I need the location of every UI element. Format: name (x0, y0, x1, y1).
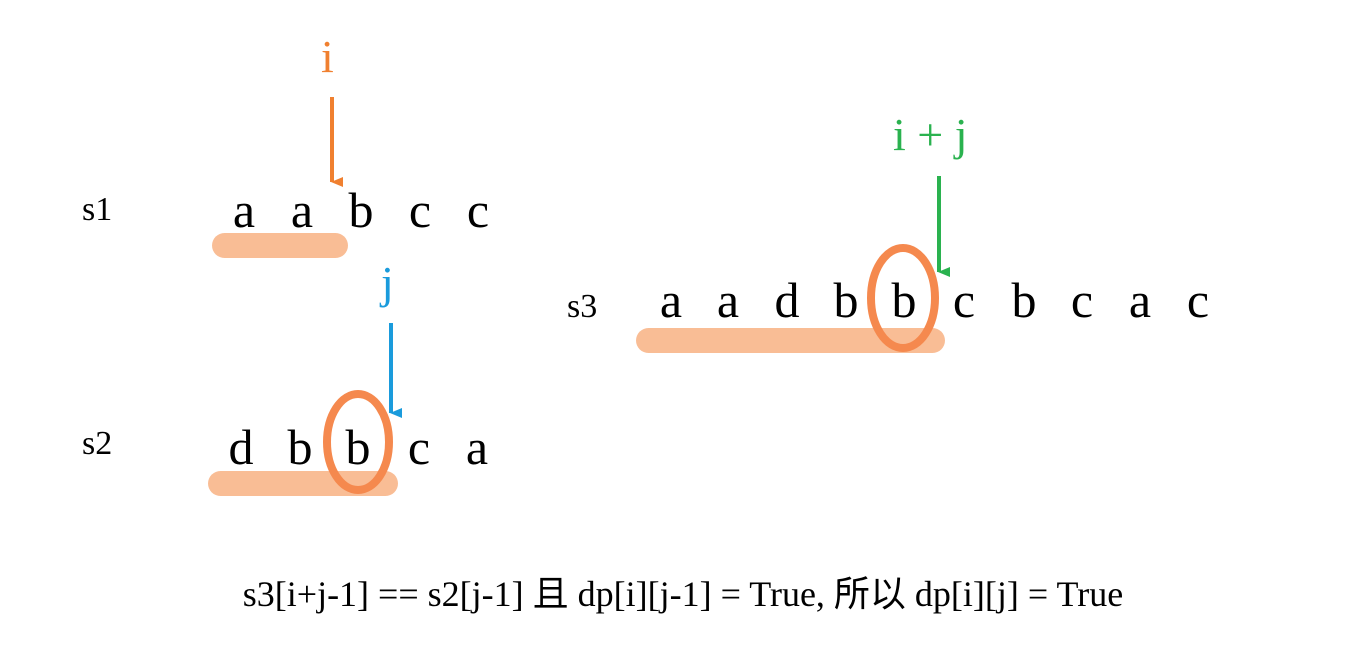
s1-characters: a a b c c (233, 182, 489, 238)
s3-char: a (1129, 272, 1151, 328)
s1-prefix-highlight (212, 233, 348, 258)
s2-char: b (346, 419, 371, 475)
s3-characters: a a d b b c b c a c (660, 272, 1209, 328)
s1-char: a (291, 182, 313, 238)
s2-char: d (229, 419, 254, 475)
s3-char: a (660, 272, 682, 328)
s1-label: s1 (82, 191, 113, 228)
s3-char: b (892, 272, 917, 328)
s1-char: b (349, 182, 374, 238)
s3-char: d (775, 272, 800, 328)
pointer-i-label: i (321, 31, 334, 82)
s2-label: s2 (82, 425, 113, 462)
s2-char: b (288, 419, 313, 475)
s3-char: c (953, 272, 975, 328)
s3-label: s3 (567, 288, 598, 325)
caption-formula: s3[i+j-1] == s2[j-1] 且 dp[i][j-1] = True… (242, 574, 1124, 614)
s1-char: c (409, 182, 431, 238)
s2-char: c (408, 419, 430, 475)
s1-char: c (467, 182, 489, 238)
s3-prefix-highlight (636, 328, 945, 353)
pointer-j-label: j (381, 257, 394, 308)
s3-char: c (1187, 272, 1209, 328)
s3-char: c (1071, 272, 1093, 328)
s2-current-char-circle (323, 390, 393, 494)
s3-char: b (834, 272, 859, 328)
s2-characters: d b b c a (229, 419, 489, 475)
s3-current-char-circle (867, 244, 939, 352)
s2-char: a (466, 419, 488, 475)
pointer-ij-label: i + j (893, 109, 968, 160)
s3-char: a (717, 272, 739, 328)
s1-char: a (233, 182, 255, 238)
s3-char: b (1012, 272, 1037, 328)
